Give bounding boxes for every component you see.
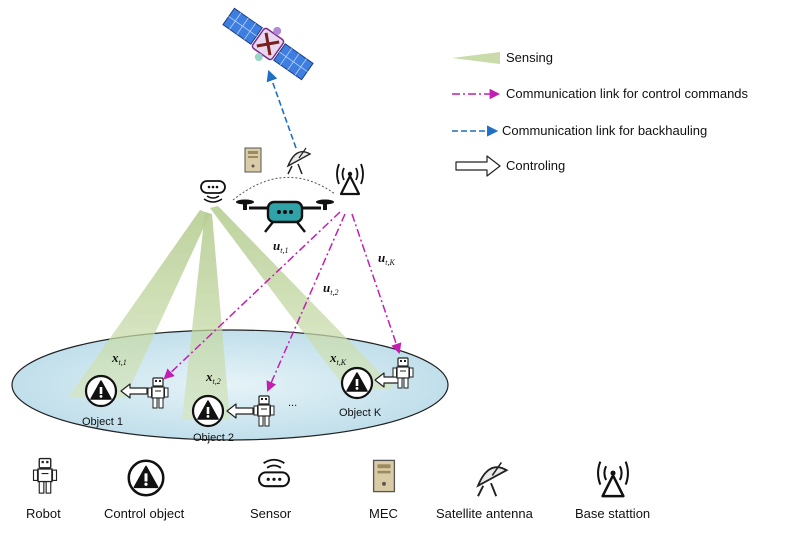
- ellipsis: ...: [288, 397, 297, 409]
- object-K-label: Object K: [339, 407, 382, 419]
- legend: Sensing Communication link for control c…: [452, 50, 749, 177]
- label-x-t1: xt,1: [111, 350, 127, 367]
- warning-icon: [127, 459, 165, 497]
- object-K-group: Object K: [339, 357, 414, 419]
- svg-text:Control object: Control object: [104, 506, 185, 521]
- svg-text:Base stattion: Base stattion: [575, 506, 650, 521]
- svg-text:Satellite antenna: Satellite antenna: [436, 506, 534, 521]
- svg-text:Sensor: Sensor: [250, 506, 292, 521]
- bottom-legend-sensor: Sensor: [250, 458, 292, 521]
- object-2-label: Object 2: [193, 432, 234, 444]
- mec-server-icon: [372, 459, 396, 493]
- legend-control-link: Communication link for control commands: [452, 86, 749, 101]
- bottom-legend-robot: Robot: [26, 457, 61, 521]
- base-station-icon: [597, 461, 629, 498]
- sensing-beam-3: [210, 206, 395, 392]
- object-1-group: Object 1: [82, 374, 169, 428]
- satellite-antenna-icon: [286, 147, 312, 175]
- sensor-icon: [200, 180, 226, 203]
- control-link-K: [351, 213, 402, 354]
- bottom-legend-control-object: Control object: [104, 459, 185, 521]
- satellite-antenna-icon: [476, 461, 509, 497]
- svg-text:Robot: Robot: [26, 506, 61, 521]
- control-links: [163, 211, 402, 392]
- svg-text:Controling: Controling: [506, 158, 565, 173]
- bottom-legend-satellite-antenna: Satellite antenna: [436, 461, 534, 521]
- svg-text:MEC: MEC: [369, 506, 398, 521]
- warning-icon: [340, 366, 374, 400]
- base-station-icon: [336, 163, 364, 196]
- label-u-t1: ut,1: [273, 238, 288, 255]
- sensor-icon: [258, 458, 290, 488]
- bottom-legend-mec: MEC: [369, 459, 398, 521]
- drone-icon: [236, 199, 334, 233]
- mec-server-icon: [244, 147, 262, 173]
- object-1-label: Object 1: [82, 416, 123, 428]
- svg-text:Communication link for backhau: Communication link for backhauling: [502, 123, 707, 138]
- svg-text:Communication link for control: Communication link for control commands: [506, 86, 749, 101]
- robot-icon: [32, 457, 58, 494]
- sensing-beams: [68, 206, 395, 420]
- label-u-tK: ut,K: [378, 250, 395, 267]
- satellite-icon: [222, 7, 314, 81]
- bottom-legend: Robot Control object Sensor MEC: [26, 457, 650, 521]
- coverage-arc: [232, 176, 336, 201]
- legend-controlling: Controling: [455, 155, 565, 177]
- warning-icon: [84, 374, 118, 408]
- label-x-t2: xt,2: [205, 369, 221, 386]
- backhaul-link: [266, 69, 297, 149]
- label-x-tK: xt,K: [329, 350, 347, 367]
- sensing-beam-2: [182, 212, 230, 420]
- bottom-legend-base-station: Base stattion: [575, 461, 650, 521]
- warning-icon: [191, 394, 225, 428]
- label-u-t2: ut,2: [323, 280, 338, 297]
- control-link-2: [266, 213, 346, 392]
- legend-sensing: Sensing: [452, 50, 553, 65]
- svg-text:Sensing: Sensing: [506, 50, 553, 65]
- legend-backhaul-link: Communication link for backhauling: [452, 123, 707, 138]
- object-2-group: Object 2: [191, 394, 275, 444]
- sensing-beam-1: [68, 210, 210, 398]
